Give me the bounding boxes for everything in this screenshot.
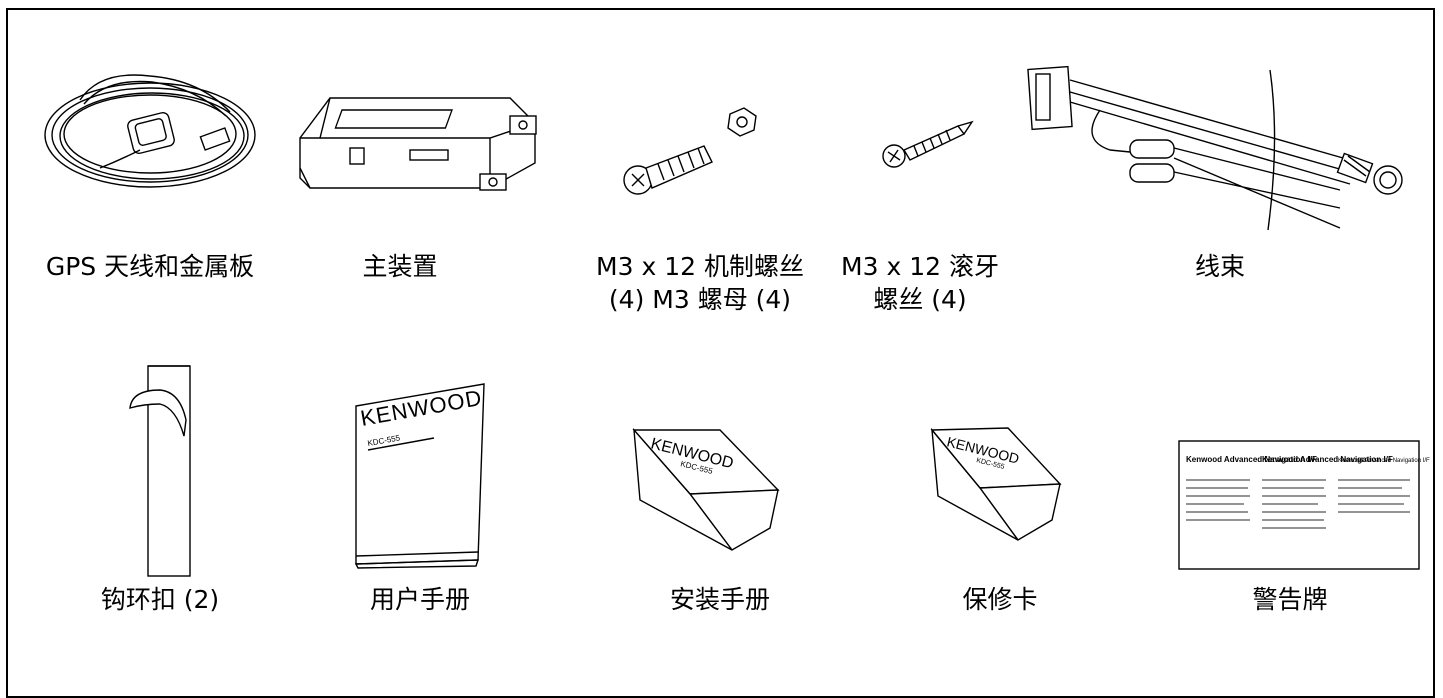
label-col2-title: Kenwood Advanced Navigation I/F — [1262, 455, 1393, 464]
caption-line: 钩环扣 (2) — [100, 585, 220, 614]
item-caption: 用户手册 — [330, 583, 510, 616]
item-caption: 钩环扣 (2) — [60, 583, 260, 616]
item-caption: 线束 — [1150, 250, 1290, 283]
item-caption: GPS 天线和金属板 — [20, 250, 280, 283]
folded-card-icon: KENWOOD KDC-555 — [930, 427, 1062, 541]
caption-line: GPS 天线和金属板 — [45, 252, 255, 281]
item-caption: 主装置 — [310, 250, 490, 283]
gps-antenna-icon — [44, 74, 256, 188]
label-col3-title: Kenwood Advanced Navigation I/F — [1338, 458, 1430, 464]
caption-line: 保修卡 — [962, 585, 1038, 614]
main-unit-icon — [299, 97, 537, 191]
caption-line: 用户手册 — [369, 585, 470, 614]
tapping-screw-icon — [882, 120, 974, 168]
item-caption: M3 x 12 机制螺丝 (4) M3 螺母 (4) — [580, 250, 820, 316]
caption-line: 安装手册 — [669, 585, 770, 614]
caption-line: 警告牌 — [1252, 585, 1328, 614]
hook-loop-icon — [129, 365, 191, 577]
label-col1-title: Kenwood Advanced Navigation I/F — [1186, 455, 1317, 464]
manual-icon: KENWOOD KDC-555 — [354, 383, 485, 569]
machine-screw-icon — [623, 107, 757, 195]
caption-line: M3 x 12 机制螺丝 — [596, 252, 804, 281]
item-caption: 保修卡 — [920, 583, 1080, 616]
folded-manual-icon: KENWOOD KDC-555 — [632, 427, 780, 551]
caption-line: (4) M3 螺母 (4) — [608, 285, 792, 314]
caption-line: 线束 — [1194, 252, 1245, 281]
item-caption: 警告牌 — [1210, 583, 1370, 616]
warning-label-icon: Kenwood Advanced Navigation I/F Kenwood … — [1178, 440, 1430, 570]
caption-line: M3 x 12 滚牙 — [841, 252, 999, 281]
caption-line: 螺丝 (4) — [873, 285, 967, 314]
caption-line: 主装置 — [362, 252, 438, 281]
item-caption: 安装手册 — [620, 583, 820, 616]
wiring-harness-icon — [1027, 65, 1403, 231]
item-caption: M3 x 12 滚牙 螺丝 (4) — [820, 250, 1020, 316]
